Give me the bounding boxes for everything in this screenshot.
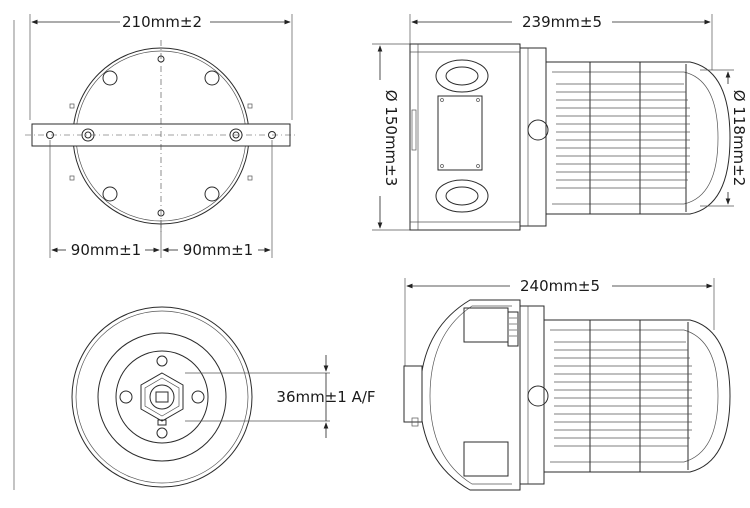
- dim-guard-diameter: Ø 118mm±2: [730, 90, 748, 187]
- dim-left-offset: 90mm±1: [71, 241, 141, 259]
- front-view-bracket: 210mm±2 90mm±1 90mm±: [25, 13, 298, 259]
- dim-side-length: 239mm±5: [522, 13, 602, 31]
- dim-body-diameter: Ø 150mm±3: [382, 90, 400, 187]
- rear-view: 36mm±1 A/F: [71, 306, 376, 488]
- side-view: 239mm±5 Ø 150mm±3: [372, 13, 748, 231]
- dim-bottom-length: 240mm±5: [520, 277, 600, 295]
- dim-top-width: 210mm±2: [122, 13, 202, 31]
- dim-right-offset: 90mm±1: [183, 241, 253, 259]
- side-view-2: 240mm±5: [403, 277, 731, 491]
- dim-hex-size: 36mm±1 A/F: [276, 388, 375, 406]
